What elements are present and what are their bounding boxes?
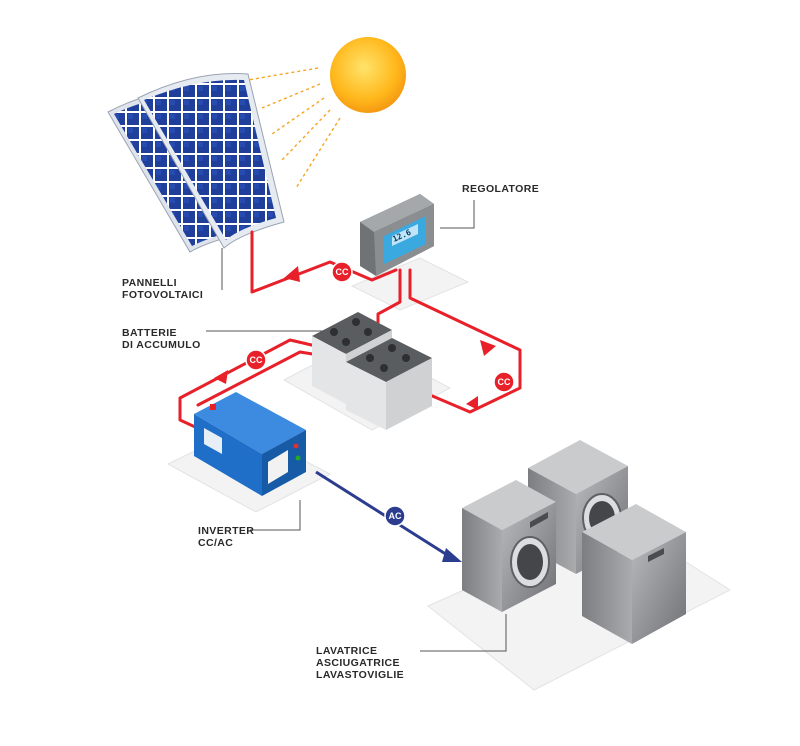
badges: CC CC CC AC — [245, 261, 515, 527]
leader-lines — [206, 200, 507, 652]
solar-panels — [107, 73, 285, 253]
appliances — [462, 440, 686, 644]
arrow-down-right — [480, 340, 496, 356]
inverter-meter — [204, 428, 222, 454]
sun — [247, 27, 416, 189]
batteries — [312, 312, 432, 430]
label-appliances-2: ASCIUGATRICE — [316, 657, 400, 669]
label-appliances-3: LAVASTOVIGLIE — [316, 669, 404, 681]
label-batteries-1: BATTERIE — [122, 327, 177, 339]
sun-rays — [247, 67, 341, 189]
leader-appliances — [420, 614, 507, 652]
label-panels-1: PANNELLI — [122, 277, 177, 289]
badge-ac: AC — [384, 505, 406, 527]
label-batteries-2: DI ACCUMULO — [122, 339, 201, 351]
wire-regulator-battery — [376, 268, 402, 332]
wire-battery-inverter — [178, 338, 344, 434]
charge-regulator: 12.6 — [360, 194, 434, 276]
wire-panels-regulator — [250, 230, 398, 294]
badge-cc-loop-text: CC — [498, 377, 511, 387]
leader-inverter — [250, 500, 301, 531]
badge-cc-battery: CC — [245, 349, 267, 371]
arrow-left-loop — [466, 396, 478, 410]
inverter-switch — [210, 404, 216, 410]
wire-inverter-appliances — [315, 470, 453, 560]
dc-arrows — [214, 266, 496, 410]
leader-regulator — [440, 200, 475, 229]
dishwasher — [582, 504, 686, 644]
label-inverter-2: CC/AC — [198, 537, 233, 549]
label-inverter-1: INVERTER — [198, 525, 254, 537]
label-appliances-1: LAVATRICE — [316, 645, 377, 657]
arrow-up-panels — [284, 266, 300, 282]
inverter-socket — [268, 450, 288, 484]
label-regulator: REGOLATORE — [462, 183, 539, 195]
badge-cc-loop: CC — [493, 371, 515, 393]
badge-cc-panels-text: CC — [336, 267, 349, 277]
badge-ac-text: AC — [389, 511, 402, 521]
ac-wire — [315, 470, 462, 562]
ac-arrow — [442, 548, 462, 562]
regulator-lcd — [392, 224, 418, 246]
solar-panel-front — [137, 73, 285, 249]
arrow-inverter — [214, 370, 228, 384]
labels: PANNELLI FOTOVOLTAICI REGOLATORE BATTERI… — [122, 183, 539, 681]
badge-cc-battery-text: CC — [250, 355, 263, 365]
washing-machine — [462, 480, 556, 612]
label-panels-2: FOTOVOLTAICI — [122, 289, 203, 301]
badge-cc-panels: CC — [331, 261, 353, 283]
inverter — [194, 392, 306, 496]
battery-right — [346, 338, 432, 430]
